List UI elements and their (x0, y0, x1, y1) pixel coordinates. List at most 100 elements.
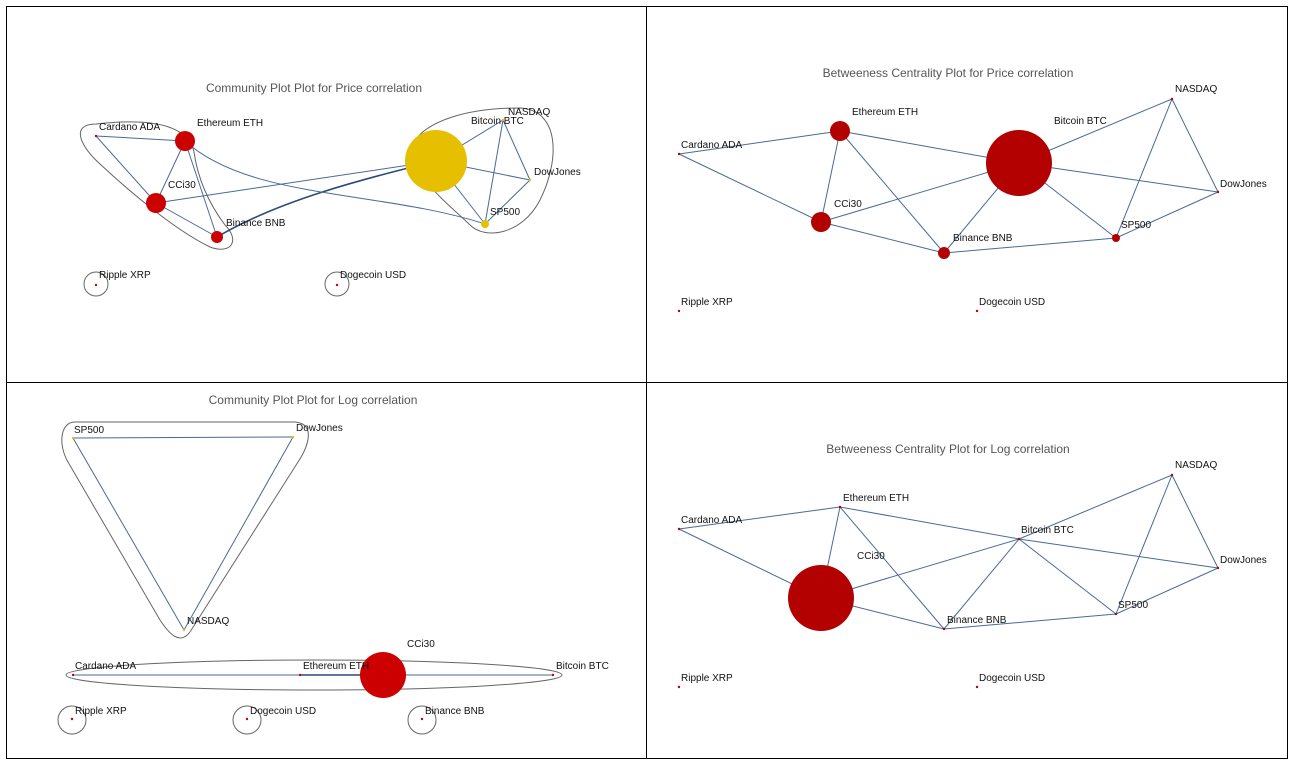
node-ethereum (175, 131, 195, 151)
node-sp500 (1114, 612, 1118, 616)
node-label-nasdaq: NASDAQ (187, 616, 229, 627)
community-hull-markets (409, 107, 554, 234)
node-bitcoin (551, 673, 555, 677)
node-ethereum (838, 505, 842, 509)
node-label-ripple: Ripple XRP (681, 673, 733, 684)
node-label-nasdaq: NASDAQ (1175, 460, 1217, 471)
edge (484, 179, 531, 225)
node-label-cci30: CCi30 (168, 180, 196, 191)
node-cardano (94, 134, 98, 138)
edge (155, 202, 218, 238)
node-cci30 (788, 565, 854, 631)
node-label-dogecoin: Dogecoin USD (250, 706, 316, 717)
node-label-ripple: Ripple XRP (681, 297, 733, 308)
node-nasdaq (1170, 97, 1174, 101)
node-ethereum (298, 673, 302, 677)
edge (1115, 567, 1219, 615)
community-hull-ripple (83, 271, 109, 297)
edge (484, 119, 504, 225)
panel-title: Community Plot Plot for Log correlation (209, 393, 418, 407)
node-label-cci30: CCi30 (834, 199, 862, 210)
node-ripple (677, 309, 681, 313)
node-cci30 (360, 652, 406, 698)
community-hull-markets (61, 421, 309, 639)
node-sp500 (481, 220, 489, 228)
node-dowjones (528, 178, 532, 182)
node-label-binance: Binance BNB (947, 615, 1007, 626)
panel-betweenness-log: Betweeness Centrality Plot for Log corre… (677, 442, 1267, 689)
node-label-bitcoin: Bitcoin BTC (556, 661, 609, 672)
node-dogecoin (335, 283, 339, 287)
edge (943, 613, 1117, 630)
node-bitcoin (1017, 537, 1021, 541)
edge (95, 135, 186, 142)
edge (820, 130, 841, 223)
edge (1115, 474, 1173, 615)
node-label-dogecoin: Dogecoin USD (979, 297, 1045, 308)
node-binance (420, 717, 424, 721)
community-hull-crypto (79, 121, 234, 250)
edge (72, 436, 294, 439)
node-sp500 (71, 436, 75, 440)
edge (1018, 162, 1219, 193)
panel-title: Betweeness Centrality Plot for Price cor… (823, 66, 1074, 80)
node-label-nasdaq: NASDAQ (508, 107, 550, 118)
node-binance (211, 231, 223, 243)
node-label-ripple: Ripple XRP (99, 270, 151, 281)
edge (184, 140, 218, 238)
node-label-binance: Binance BNB (953, 233, 1013, 244)
node-dowjones (1216, 566, 1220, 570)
edge (678, 506, 841, 530)
node-label-nasdaq: NASDAQ (1175, 84, 1217, 95)
edge (184, 140, 486, 225)
node-ethereum (830, 121, 850, 141)
node-sp500 (1112, 234, 1120, 242)
node-label-dowjones: DowJones (296, 423, 343, 434)
node-label-ethereum: Ethereum ETH (852, 107, 918, 118)
node-nasdaq (1170, 473, 1174, 477)
edge (943, 538, 1020, 630)
node-label-sp500: SP500 (1118, 600, 1148, 611)
node-ripple (70, 717, 74, 721)
node-label-ethereum: Ethereum ETH (303, 661, 369, 672)
node-label-bitcoin: Bitcoin BTC (1021, 525, 1074, 536)
edge (1171, 98, 1219, 193)
edge (820, 538, 1020, 599)
node-label-binance: Binance BNB (425, 706, 485, 717)
node-label-sp500: SP500 (1121, 220, 1151, 231)
community-hull-dogecoin (232, 705, 262, 735)
node-label-dowjones: DowJones (534, 167, 581, 178)
node-label-cardano: Cardano ADA (99, 122, 160, 133)
node-dowjones (291, 435, 295, 439)
node-cci30 (146, 193, 166, 213)
node-label-binance: Binance BNB (226, 218, 286, 229)
node-binance (942, 627, 946, 631)
panel-title: Betweeness Centrality Plot for Log corre… (826, 442, 1069, 456)
node-label-ethereum: Ethereum ETH (197, 118, 263, 129)
edge (820, 221, 945, 254)
node-label-bitcoin: Bitcoin BTC (1054, 116, 1107, 127)
node-label-cci30: CCi30 (407, 639, 435, 650)
panel-title: Community Plot Plot for Price correlatio… (206, 81, 422, 95)
community-hull-binance (407, 705, 437, 735)
edge (72, 437, 185, 631)
node-nasdaq (182, 628, 186, 632)
edge (839, 130, 945, 254)
node-label-bitcoin: Bitcoin BTC (471, 116, 524, 127)
node-bitcoin (405, 130, 467, 192)
edge (1115, 98, 1173, 239)
edge (839, 506, 945, 630)
node-label-sp500: SP500 (490, 207, 520, 218)
community-hull-crypto (65, 659, 563, 691)
node-cardano (677, 152, 681, 156)
edge (839, 506, 1020, 540)
community-hull-ripple (57, 705, 87, 735)
node-ripple (677, 685, 681, 689)
node-cardano (71, 673, 75, 677)
node-label-dowjones: DowJones (1220, 179, 1267, 190)
node-label-dowjones: DowJones (1220, 555, 1267, 566)
edge (820, 162, 1020, 223)
edge (502, 119, 531, 181)
edge (678, 130, 841, 155)
node-dowjones (1216, 190, 1220, 194)
